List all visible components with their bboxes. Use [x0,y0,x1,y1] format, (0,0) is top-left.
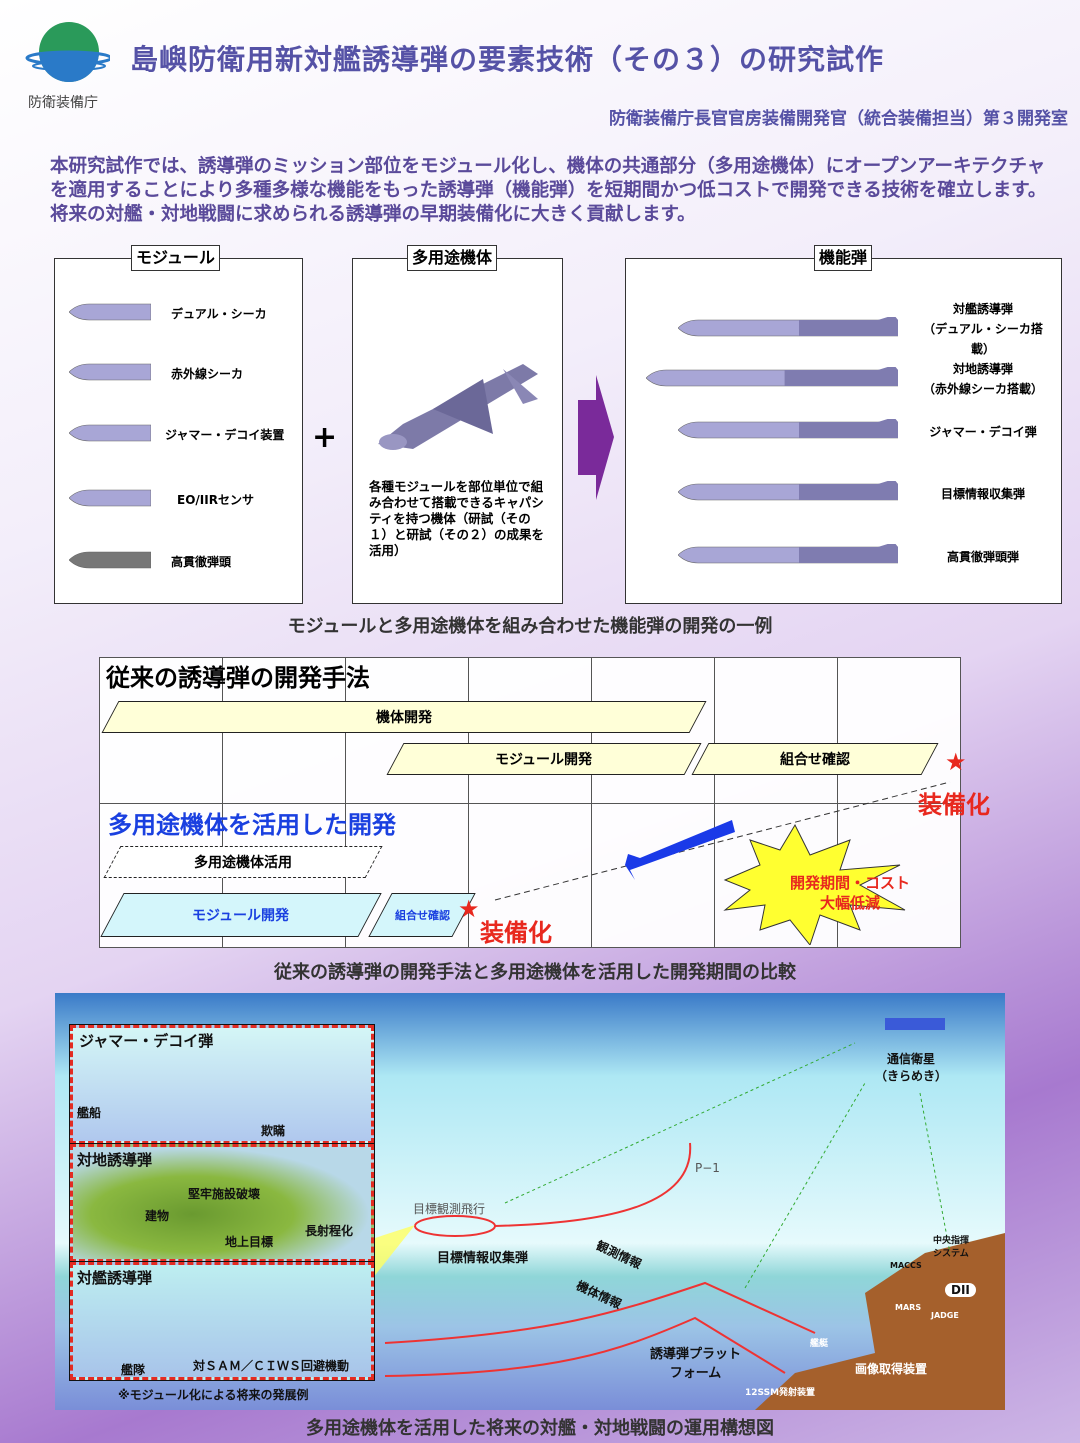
module-label: ジャマー・デコイ装置 [165,428,285,442]
star-icon: ★ [458,895,480,923]
missile-image [638,542,899,569]
ground-target-label: 地上目標 [225,1235,274,1249]
bar-new-module-dev: モジュール開発 [100,893,382,937]
ship-target-label: 艦船 [77,1106,102,1120]
building-label: 建物 [145,1209,170,1223]
panel-title: ジャマー・デコイ弾 [79,1032,214,1050]
module-image [68,549,152,574]
panel-land-attack: 対地誘導弾 建物 堅牢施設破壊 地上目標 長射程化 [69,1143,375,1263]
module-item: デュアル・シーカ [68,301,267,326]
module-image [68,487,152,512]
collector-label: 目標情報収集弾 [437,1251,529,1266]
ssm-label: 12SSM発射装置 [745,1388,816,1398]
module-item: 高貫徹弾頭 [68,549,232,574]
caption-timeline: 従来の誘導弾の開発手法と多用途機体を活用した開発期間の比較 [274,962,796,983]
panel-title: 対地誘導弾 [77,1151,153,1169]
platform-label: 誘導弾プラットフォーム [650,1347,742,1381]
module-image [68,422,152,447]
dii-label: DII [945,1283,976,1297]
long-range-label: 長射程化 [305,1224,354,1238]
functional-missile-item: 対地誘導弾（赤外線シーカ搭載） [638,359,1048,399]
functional-missile-item: 目標情報収集弾 [638,479,1048,506]
module-label: EO/IIRセンサ [177,493,254,507]
jadge-label: JADGE [931,1311,959,1320]
star-icon: ★ [945,748,967,776]
new-method-title: 多用途機体を活用した開発 [108,811,396,839]
page-title: 島嶼防衛用新対艦誘導弾の要素技術（その３）の研究試作 [130,43,885,76]
org-name: 防衛装備庁 [28,95,98,111]
modules-label: モジュール [131,245,220,271]
module-item: EO/IIRセンサ [68,487,254,512]
observe-flight-label: 目標観測飛行 [413,1202,486,1216]
p1-label: P−1 [695,1161,720,1175]
plus-sign: + [312,420,338,455]
satellite-label: 通信衛星（きらめき） [875,1052,948,1083]
airframe-image [378,364,538,450]
panel-jammer: ジャマー・デコイ弾 艦船 欺瞞 [69,1024,375,1145]
module-label: 高貫徹弾頭 [171,555,232,569]
missile-image [638,364,899,392]
functional-missile-item: 高貫徹弾頭弾 [638,542,1048,569]
functional-missile-item: 対艦誘導弾（デュアル・シーカ搭載） [638,299,1048,359]
missile-label: 高貫徹弾頭弾 [946,549,1019,564]
panel-anti-ship: 対艦誘導弾 艦隊 対ＳＡＭ／ＣＩＷＳ回避機動 [69,1261,375,1381]
modules-box: モジュール デュアル・シーカ赤外線シーカジャマー・デコイ装置 EO/IIRセンサ高… [54,245,303,604]
caption-concept: 多用途機体を活用した将来の対艦・対地戦闘の運用構想図 [306,1418,774,1439]
missile-image [638,417,899,444]
concept-note: ※モジュール化による将来の発展例 [118,1388,309,1402]
functional-label: 機能弾 [814,245,873,271]
imaging-label: 画像取得装置 [855,1362,928,1376]
functional-missile-item: ジャマー・デコイ弾 [638,417,1048,444]
intro-text: 本研究試作では、誘導弾のミッション部位をモジュール化し、機体の共通部分（多用途機… [50,156,1047,225]
airframe-label: 多用途機体 [407,245,498,271]
airframe-description: 各種モジュールを部位単位で組み合わせて搭載できるキャパシティを持つ機体（研試（そ… [369,479,545,558]
missile-label: 対地誘導弾（赤外線シーカ搭載） [922,362,1043,396]
reduction-graphic [494,781,951,945]
mars-label: MARS [895,1303,922,1312]
bar-airframe-dev: 機体開発 [101,701,707,733]
ship-label: 艦艇 [810,1339,829,1349]
arrow-right-icon [578,375,614,500]
missile-label: 対艦誘導弾（デュアル・シーカ搭載） [923,302,1043,356]
caption-modules: モジュールと多用途機体を組み合わせた機能弾の開発の一例 [287,616,773,637]
central-label: 中央指揮システム [933,1236,970,1259]
deploy-new: 装備化 [480,919,552,947]
bar-airframe-use: 多用途機体活用 [103,846,383,878]
module-item: ジャマー・デコイ装置 [68,422,285,447]
conventional-title: 従来の誘導弾の開発手法 [106,664,370,692]
fleet-label: 艦隊 [121,1363,146,1377]
evasion-label: 対ＳＡＭ／ＣＩＷＳ回避機動 [193,1359,350,1373]
missile-label: 目標情報収集弾 [940,486,1025,501]
module-image [68,301,152,326]
module-image [68,361,152,386]
agency-logo [25,20,113,90]
missile-image [638,479,899,506]
department: 防衛装備庁長官官房装備開発官（統合装備担当）第３開発室 [609,109,1068,129]
maccs-label: MACCS [890,1261,922,1270]
module-item: 赤外線シーカ [68,361,244,386]
missile-label: ジャマー・デコイ弾 [929,424,1037,439]
functional-missiles-box: 機能弾 対艦誘導弾（デュアル・シーカ搭載） 対地誘導弾（赤外線シーカ搭載） ジャマー… [625,245,1062,604]
deception-label: 欺瞞 [261,1124,286,1138]
missile-image [638,314,899,342]
deploy-conventional: 装備化 [918,791,990,819]
airframe-box: 多用途機体 各種モジュールを部位単位で組み合わせて搭載できるキャパシティを持つ機… [352,245,563,604]
reduction-text: 開発期間・コスト大幅低減 [789,874,910,912]
panel-title: 対艦誘導弾 [77,1269,153,1287]
module-label: 赤外線シーカ [171,367,244,381]
module-label: デュアル・シーカ [171,307,267,321]
hardened-target-label: 堅牢施設破壊 [188,1187,261,1201]
